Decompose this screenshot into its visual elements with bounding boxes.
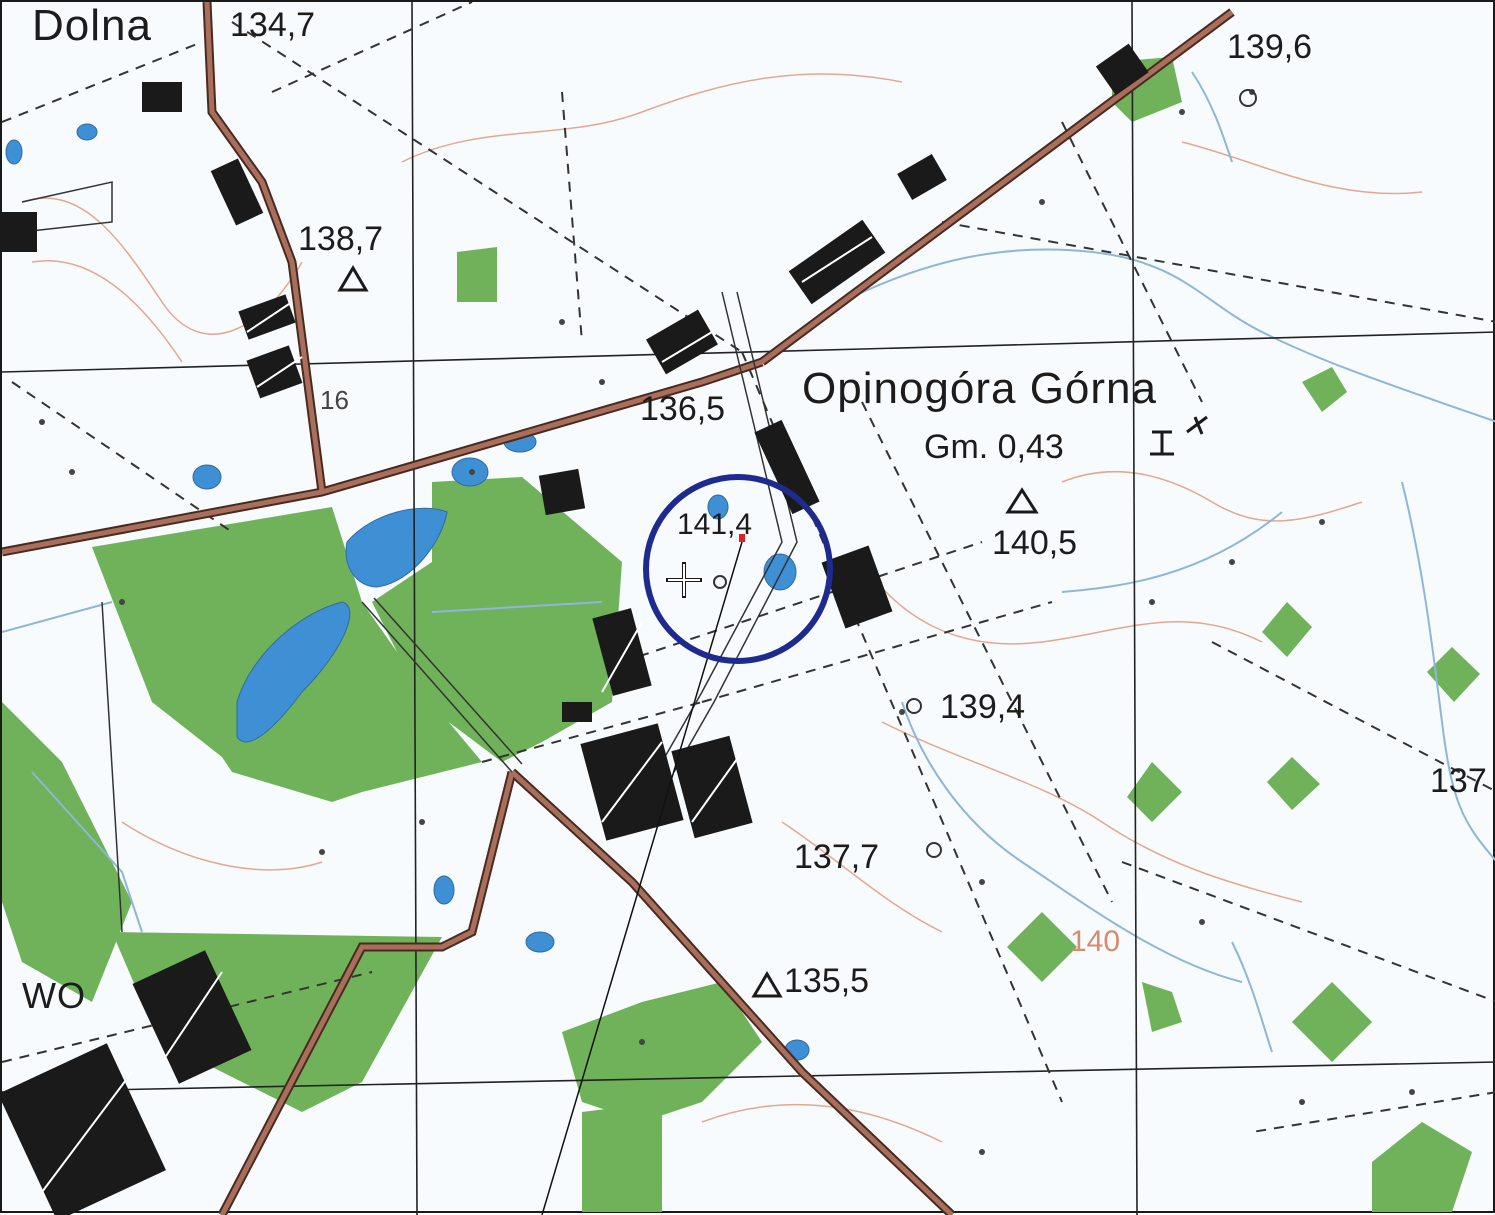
elevation-label-135-5: 135,5 bbox=[784, 962, 870, 1000]
place-label-wo-fragment: WO bbox=[22, 975, 86, 1016]
triangulation-points bbox=[337, 265, 1039, 998]
elevation-label-137: 137 bbox=[1430, 762, 1487, 800]
elevation-label-136-5: 136,5 bbox=[640, 390, 726, 428]
cross-inner bbox=[668, 564, 700, 596]
gmina-office-label: Gm. 0,43 bbox=[924, 428, 1064, 466]
elevation-label-140-5: 140,5 bbox=[992, 524, 1078, 562]
place-label-dolna: Dolna bbox=[32, 1, 152, 50]
location-marker-circle bbox=[643, 474, 833, 664]
contour-lines bbox=[21, 73, 1423, 1143]
location-marker-point bbox=[739, 534, 745, 542]
spot-height-markers bbox=[713, 89, 1257, 858]
elevation-label-139-6: 139,6 bbox=[1227, 28, 1313, 66]
elevation-label-138-7: 138,7 bbox=[298, 220, 384, 258]
contour-label-16: 16 bbox=[320, 385, 349, 415]
building-hatching bbox=[41, 236, 873, 1193]
contour-label-140: 140 bbox=[1070, 925, 1121, 958]
elevation-label-top-left: 134,7 bbox=[230, 6, 316, 44]
roads bbox=[2, 2, 1234, 1215]
streams bbox=[2, 71, 1495, 1053]
survey-points bbox=[39, 89, 1415, 1155]
elevation-label-139-4: 139,4 bbox=[940, 688, 1026, 726]
elevation-label-137-7: 137,7 bbox=[794, 838, 880, 876]
water-bodies bbox=[5, 123, 810, 1061]
place-label-opinogora-gorna: Opinogóra Górna bbox=[802, 364, 1157, 413]
monument-icon bbox=[1150, 415, 1208, 456]
elevation-label-141: 141,4 bbox=[677, 508, 753, 541]
minor-roads bbox=[21, 181, 798, 933]
